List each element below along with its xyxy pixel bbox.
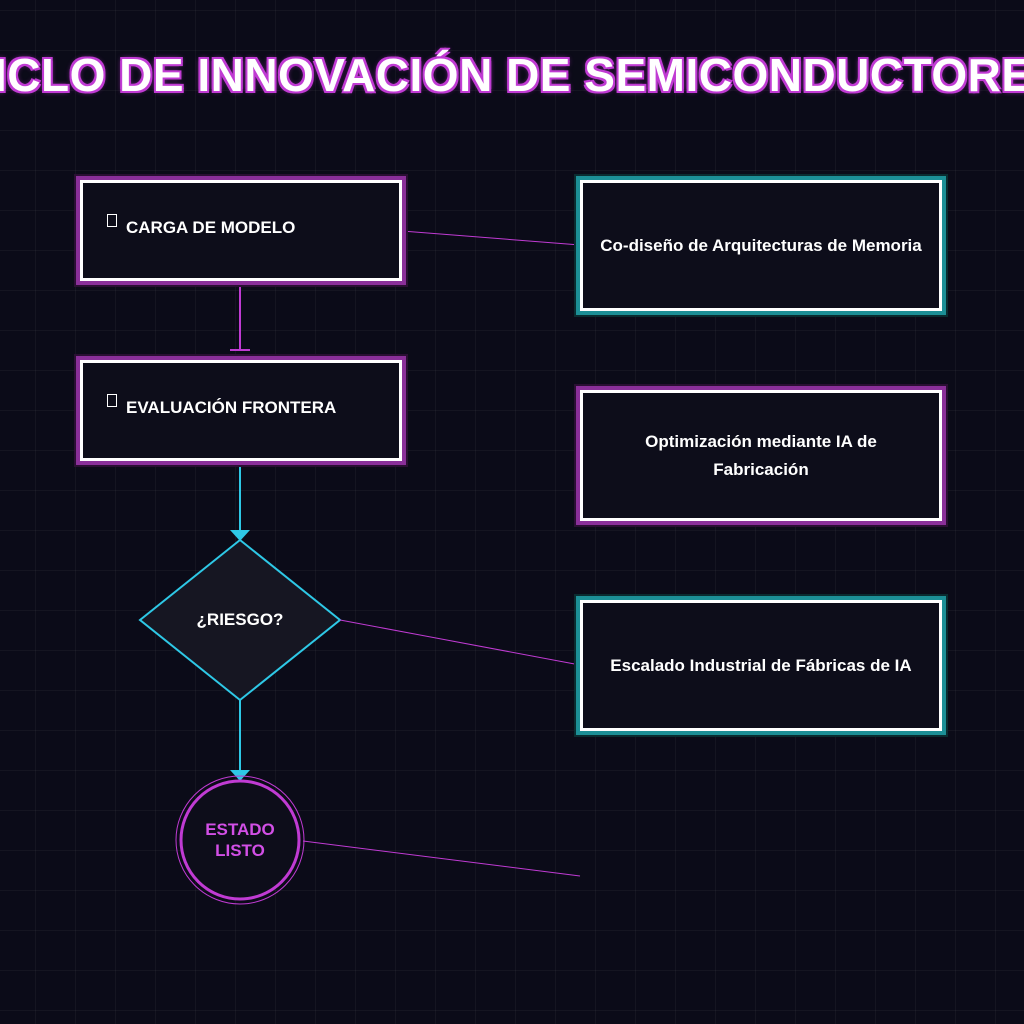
link-terminal-end — [302, 840, 581, 877]
info-card-industrial-scaling: Escalado Industrial de Fábricas de IA — [580, 600, 942, 731]
step-label: CARGA DE MODELO — [126, 218, 296, 237]
terminal-label-line2: LISTO — [215, 841, 265, 860]
arrowhead-decision — [230, 530, 250, 541]
diagram-title: CICLO DE INNOVACIÓN DE SEMICONDUCTORES — [0, 49, 1024, 101]
info-card-text: Escalado Industrial de Fábricas de IA — [610, 655, 912, 675]
link-step1-card1 — [401, 230, 581, 246]
info-card-text: Optimización mediante IA de Fabricación — [645, 431, 877, 479]
square-icon — [107, 394, 117, 407]
terminal-circle — [179, 779, 301, 901]
link-decision-card3 — [339, 619, 581, 666]
square-icon — [107, 214, 117, 227]
terminal-state: ESTADO LISTO — [180, 780, 300, 900]
info-card-ai-fabrication: Optimización mediante IA de Fabricación — [580, 390, 942, 521]
step-carga-de-modelo: CARGA DE MODELO — [80, 180, 402, 281]
terminal-label-line1: ESTADO — [205, 820, 275, 839]
info-card-memory-architectures: Co-diseño de Arquitecturas de Memoria — [580, 180, 942, 311]
step-evaluacion-frontera: EVALUACIÓN FRONTERA — [80, 360, 402, 461]
decision-label: ¿RIESGO? — [196, 610, 284, 629]
info-card-text: Co-diseño de Arquitecturas de Memoria — [600, 235, 922, 255]
step-label: EVALUACIÓN FRONTERA — [126, 398, 337, 417]
terminal-circle-outer — [175, 775, 305, 905]
